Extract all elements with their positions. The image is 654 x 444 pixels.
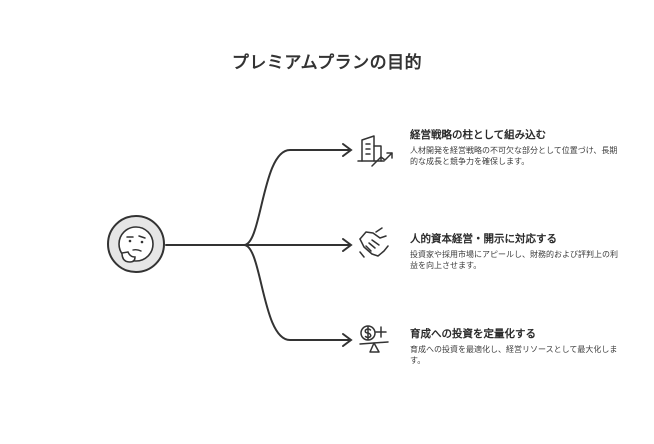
branch-1: 経営戦略の柱として組み込む 人材開発を経営戦略の不可欠な部分として位置づけ、長期… — [410, 128, 622, 167]
investment-scale-icon — [359, 325, 389, 353]
arrow-top — [342, 143, 353, 157]
handshake-icon — [359, 227, 389, 258]
branch-2-heading: 人的資本経営・開示に対応する — [410, 233, 557, 245]
connector-top — [243, 149, 351, 246]
branch-1-description: 人材開発を経営戦略の不可欠な部分として位置づけ、長期的な成長と競争力を確保します… — [410, 146, 618, 166]
branch-2: 人的資本経営・開示に対応する 投資家や採用市場にアピールし、財務的および評判上の… — [410, 232, 622, 271]
connector-bottom — [243, 244, 351, 341]
arrow-bottom — [342, 333, 353, 347]
building-growth-icon — [357, 135, 393, 167]
branch-2-description: 投資家や採用市場にアピールし、財務的および評判上の利益を向上させます。 — [410, 250, 618, 270]
thinking-face-icon — [107, 215, 165, 273]
branch-1-heading: 経営戦略の柱として組み込む — [410, 129, 547, 141]
diagram-title: プレミアムプランの目的 — [231, 53, 423, 73]
branch-3-description: 育成への投資を最適化し、経営リソースとして最大化します。 — [410, 345, 618, 365]
branch-3-heading: 育成への投資を定量化する — [410, 328, 536, 340]
branch-3: 育成への投資を定量化する 育成への投資を最適化し、経営リソースとして最大化します… — [410, 327, 622, 366]
arrow-middle — [342, 238, 353, 252]
connector-lines — [165, 143, 353, 347]
